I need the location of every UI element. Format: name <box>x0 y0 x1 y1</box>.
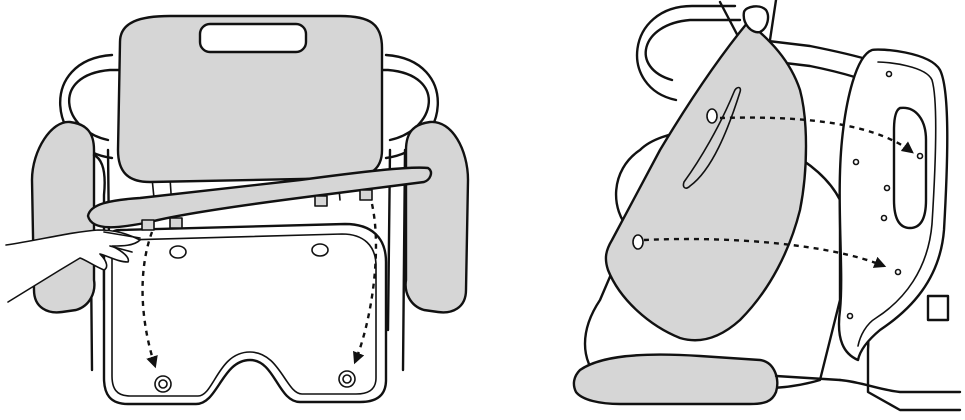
right-armrest <box>406 122 468 312</box>
pad-post-bottom <box>633 235 643 249</box>
tray-hole-right <box>312 244 328 256</box>
pad-post-top <box>707 109 717 123</box>
right-panel-side-view <box>574 0 960 410</box>
seat-tray <box>104 224 386 404</box>
left-panel-front-view <box>6 16 468 404</box>
tray-post-right <box>339 371 355 387</box>
tray-post-left <box>155 376 171 392</box>
seat-back-handle-slot <box>200 24 306 52</box>
seat-back <box>118 16 382 182</box>
tray-hole-left <box>170 246 186 258</box>
